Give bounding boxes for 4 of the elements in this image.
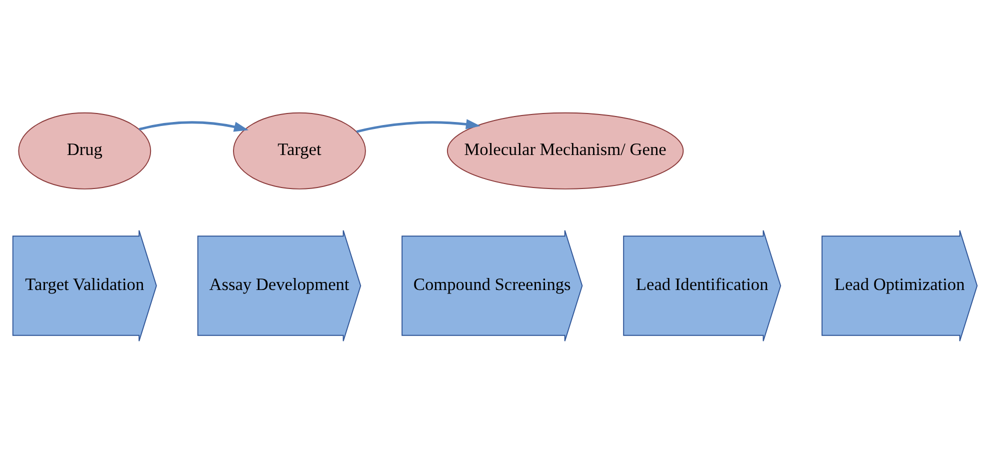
node-ellipse: Molecular Mechanism/ Gene xyxy=(446,112,684,189)
arrow xyxy=(356,118,480,132)
node-ellipse: Drug xyxy=(18,112,152,189)
arrow xyxy=(138,120,249,132)
